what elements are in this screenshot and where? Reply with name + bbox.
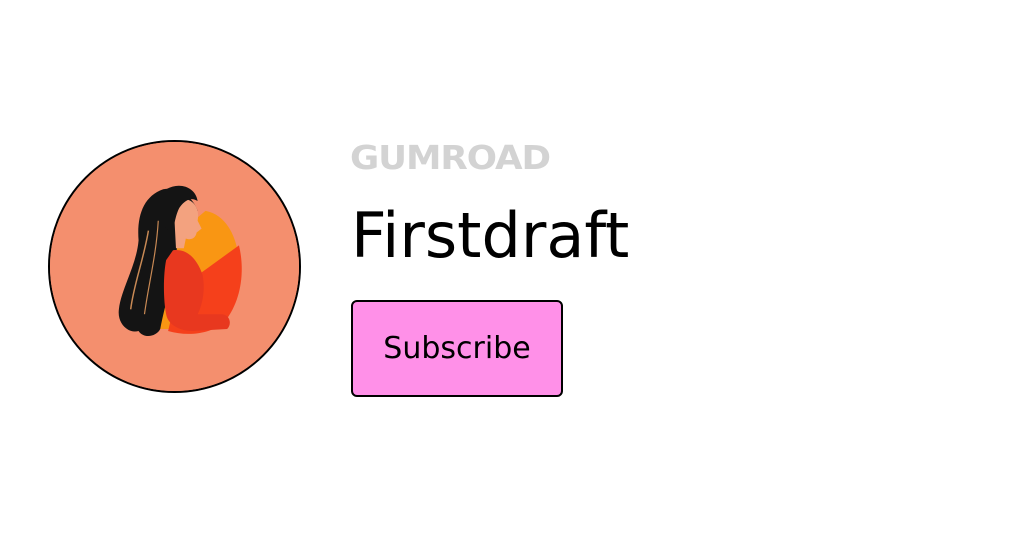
gumroad-wordmark-icon: GUMROAD <box>350 140 551 174</box>
gumroad-logo[interactable]: GUMROAD <box>350 140 552 174</box>
woman-illustration-icon <box>50 142 299 391</box>
svg-text:GUMROAD: GUMROAD <box>350 140 550 174</box>
creator-name: Firstdraft <box>351 199 630 272</box>
subscribe-button[interactable]: Subscribe <box>351 300 563 397</box>
creator-avatar <box>48 140 301 393</box>
